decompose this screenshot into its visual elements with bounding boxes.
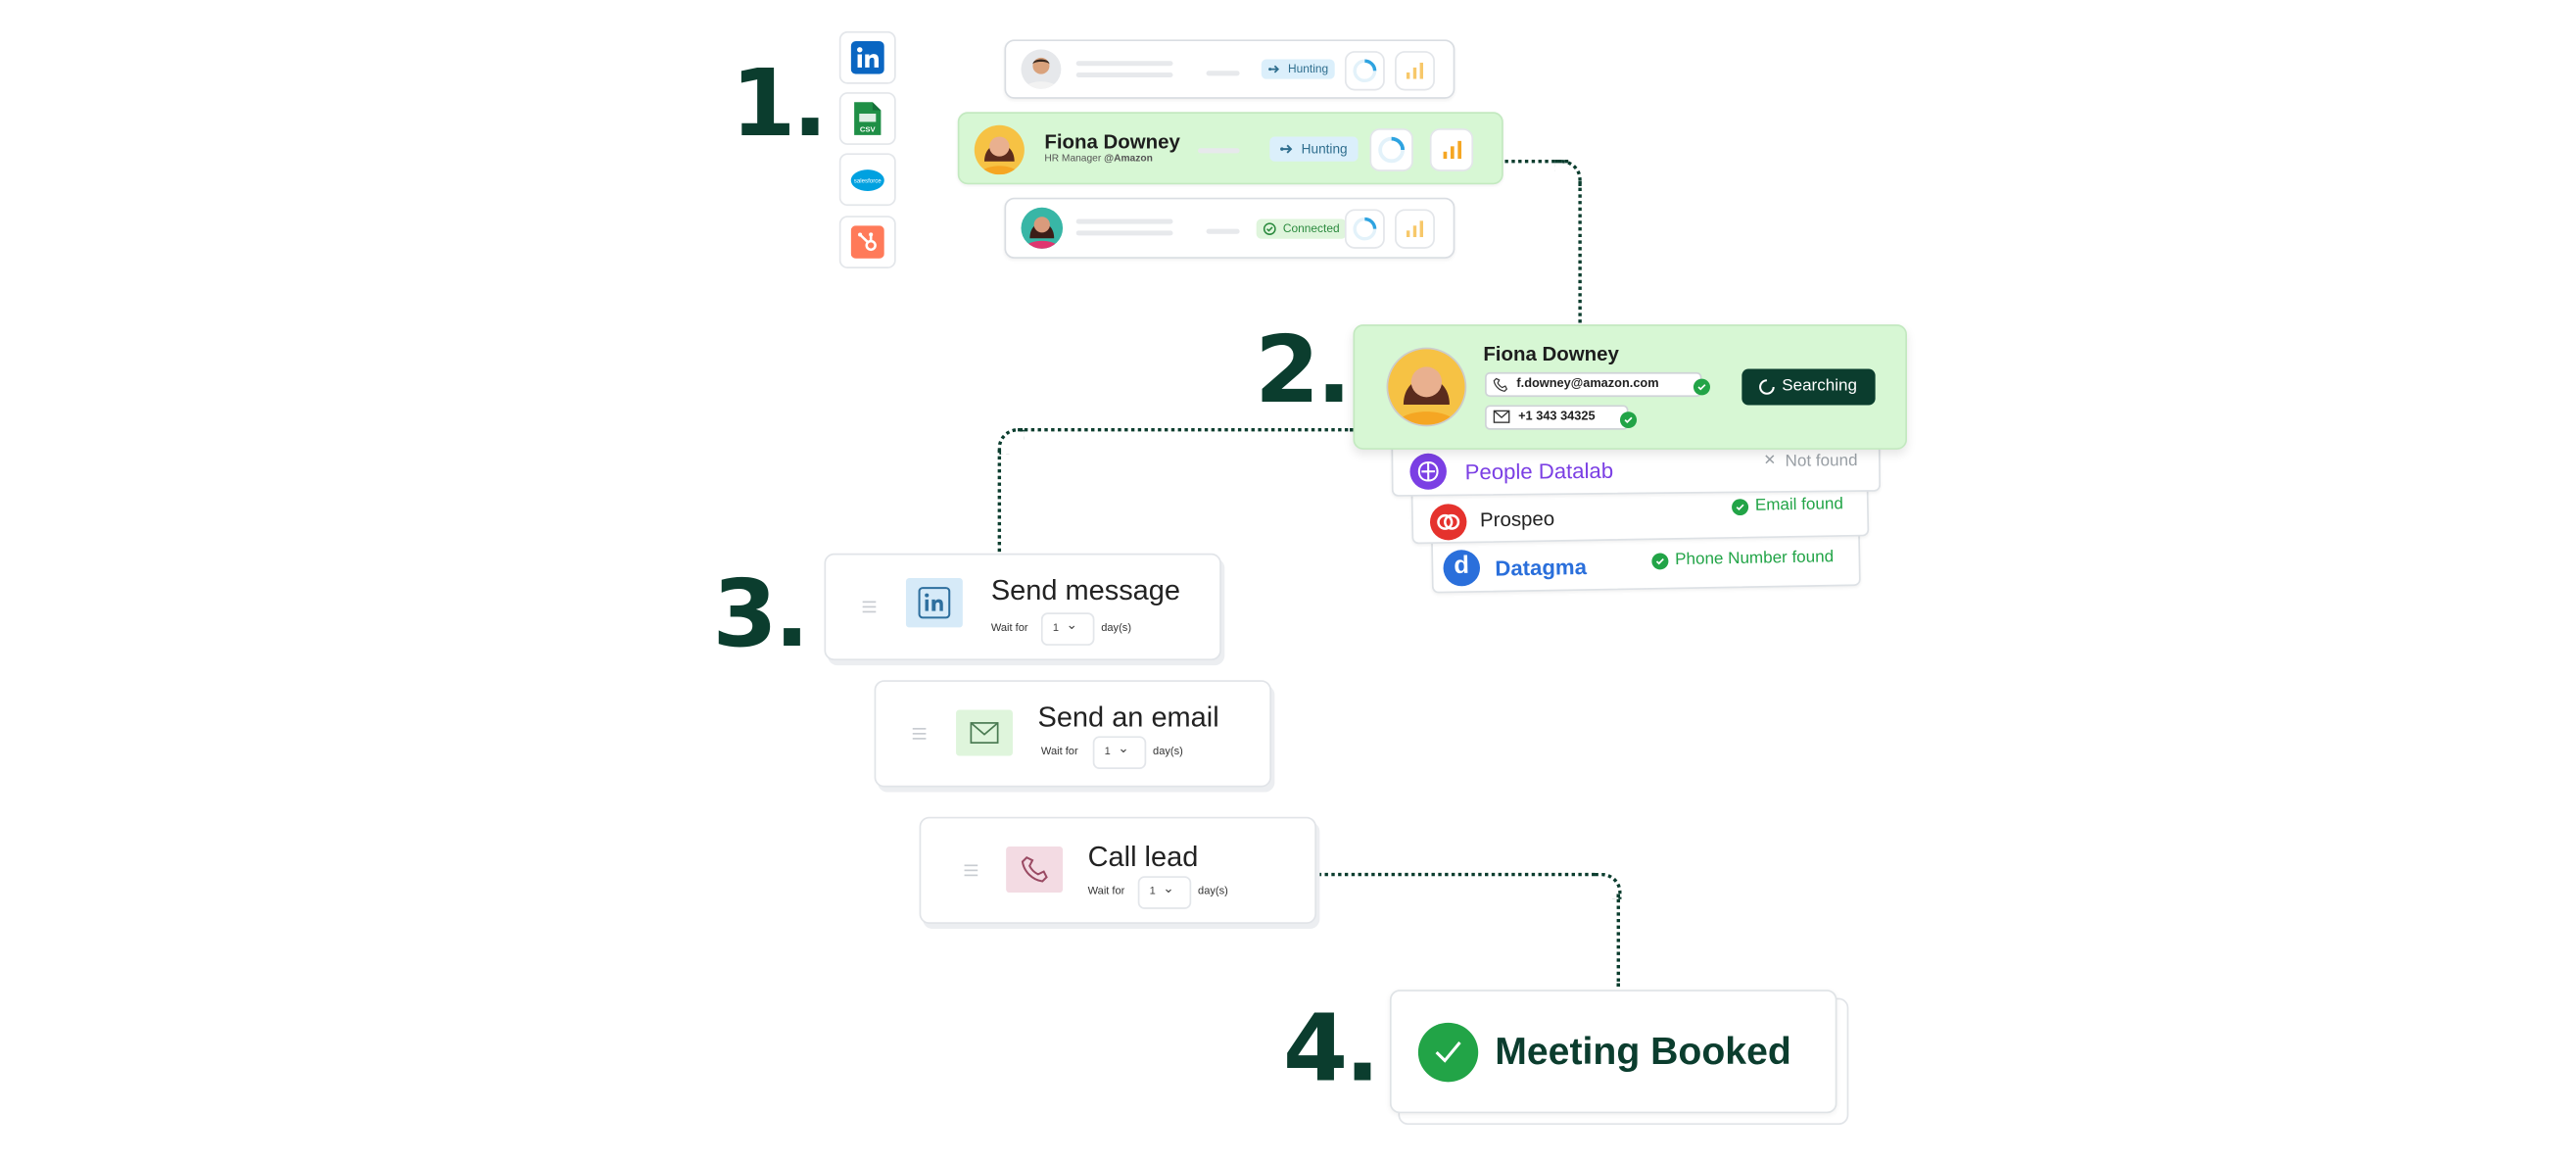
bar-chart-icon bbox=[1395, 51, 1435, 91]
chevron-down-icon: ⌄ bbox=[1163, 881, 1174, 896]
source-salesforce[interactable]: salesforce bbox=[838, 153, 896, 207]
source-hubspot[interactable] bbox=[838, 216, 896, 268]
sequence-step-email[interactable]: Send an email Wait for 1⌄ day(s) bbox=[874, 680, 1271, 788]
sequence-step-call[interactable]: Call lead Wait for 1⌄ day(s) bbox=[919, 816, 1316, 924]
provider-result: Phone Number found bbox=[1675, 548, 1835, 570]
envelope-icon bbox=[1493, 410, 1510, 423]
connector-2-3 bbox=[997, 428, 1025, 455]
step-title: Send an email bbox=[1037, 701, 1219, 734]
provider-name: Prospeo bbox=[1479, 507, 1555, 532]
enrichment-card: Fiona Downey f.downey@amazon.com +1 343 … bbox=[1353, 324, 1907, 450]
close-icon: ✕ bbox=[1763, 451, 1777, 468]
csv-file-icon: CSV bbox=[854, 102, 882, 135]
step-number-1: 1. bbox=[731, 51, 828, 159]
envelope-icon bbox=[956, 709, 1013, 756]
brain-icon bbox=[1409, 453, 1448, 490]
connector-1-2 bbox=[1504, 160, 1569, 164]
source-linkedin[interactable] bbox=[838, 30, 896, 84]
source-csv[interactable]: CSV bbox=[838, 92, 896, 145]
bar-chart-icon bbox=[1429, 128, 1474, 171]
status-badge: Hunting bbox=[1269, 136, 1358, 162]
check-icon bbox=[1651, 553, 1669, 570]
spinner-icon bbox=[1759, 379, 1775, 395]
lead-name: Fiona Downey bbox=[1044, 129, 1180, 154]
phone-icon bbox=[1006, 846, 1064, 894]
progress-ring-icon bbox=[1344, 51, 1385, 91]
lead-row-featured[interactable]: Fiona Downey HR Manager @Amazon Hunting bbox=[957, 112, 1503, 185]
drag-handle-icon[interactable] bbox=[912, 727, 927, 740]
progress-ring-icon bbox=[1369, 128, 1413, 171]
sequence-step-linkedin[interactable]: Send message Wait for 1⌄ day(s) bbox=[824, 553, 1221, 661]
salesforce-icon: salesforce bbox=[850, 169, 884, 191]
provider-people-datalab: People Datalab ✕ Not found bbox=[1391, 430, 1882, 497]
bar-chart-icon bbox=[1395, 209, 1435, 249]
check-icon bbox=[1620, 411, 1638, 429]
progress-ring-icon bbox=[1344, 209, 1385, 249]
prospeo-icon bbox=[1429, 504, 1467, 541]
check-circle-icon bbox=[1417, 1022, 1479, 1083]
avatar bbox=[1021, 207, 1064, 249]
outcome-label: Meeting Booked bbox=[1495, 1029, 1791, 1073]
step-title: Send message bbox=[990, 574, 1180, 606]
provider-result: Not found bbox=[1785, 452, 1858, 471]
status-badge: Connected bbox=[1256, 218, 1347, 239]
wait-days-select[interactable]: 1⌄ bbox=[1092, 736, 1147, 769]
status-badge: Hunting bbox=[1261, 59, 1335, 79]
salesforce-label: salesforce bbox=[854, 178, 883, 185]
step-title: Call lead bbox=[1087, 841, 1199, 873]
provider-name: Datagma bbox=[1495, 554, 1588, 581]
email-field: f.downey@amazon.com bbox=[1485, 371, 1702, 398]
linkedin-icon bbox=[905, 577, 963, 628]
hubspot-icon bbox=[850, 225, 884, 259]
hunting-icon bbox=[1280, 144, 1293, 154]
drag-handle-icon[interactable] bbox=[862, 601, 877, 613]
provider-prospeo: Prospeo Email found bbox=[1410, 478, 1870, 545]
avatar bbox=[1386, 347, 1467, 427]
csv-label: CSV bbox=[860, 125, 877, 134]
lead-role: HR Manager @Amazon bbox=[1044, 155, 1153, 166]
phone-icon bbox=[1493, 377, 1508, 392]
searching-button[interactable]: Searching bbox=[1741, 368, 1876, 406]
phone-field: +1 343 34325 bbox=[1485, 405, 1629, 430]
chevron-down-icon: ⌄ bbox=[1118, 741, 1129, 756]
contact-name: Fiona Downey bbox=[1483, 342, 1619, 366]
avatar bbox=[974, 124, 1025, 175]
step-number-3: 3. bbox=[712, 561, 809, 669]
linkedin-icon bbox=[850, 41, 884, 74]
avatar bbox=[1021, 49, 1062, 89]
drag-handle-icon[interactable] bbox=[964, 864, 978, 877]
meeting-booked-card: Meeting Booked bbox=[1389, 990, 1837, 1114]
provider-datagma: d Datagma Phone Number found bbox=[1431, 528, 1861, 594]
connector-3-4 bbox=[1317, 872, 1596, 877]
step-number-4: 4. bbox=[1282, 995, 1380, 1104]
chevron-down-icon: ⌄ bbox=[1066, 617, 1077, 633]
lead-row-1[interactable]: Hunting bbox=[1004, 39, 1455, 99]
datagma-icon: d bbox=[1443, 549, 1481, 587]
check-circle-icon bbox=[1263, 222, 1276, 235]
check-icon bbox=[1693, 378, 1710, 396]
hunting-icon bbox=[1268, 65, 1280, 73]
lead-row-3[interactable]: Connected bbox=[1004, 197, 1455, 259]
check-icon bbox=[1731, 499, 1749, 516]
provider-name: People Datalab bbox=[1464, 458, 1614, 485]
wait-days-select[interactable]: 1⌄ bbox=[1040, 612, 1095, 646]
provider-result: Email found bbox=[1754, 495, 1844, 515]
step-number-2: 2. bbox=[1254, 317, 1352, 425]
wait-days-select[interactable]: 1⌄ bbox=[1137, 876, 1192, 909]
